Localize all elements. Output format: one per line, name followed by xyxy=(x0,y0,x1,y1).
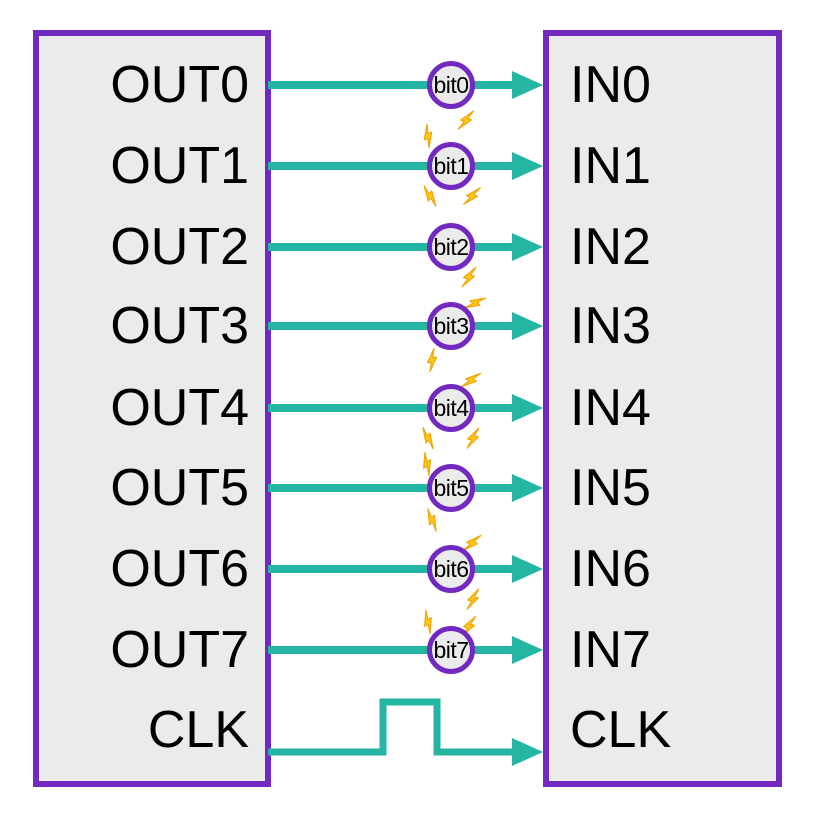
port-label-in6: IN6 xyxy=(570,540,651,598)
bit5-badge: bit5 xyxy=(427,464,475,512)
port-label-in1: IN1 xyxy=(570,137,651,195)
arrowhead-icon xyxy=(512,636,543,664)
port-label-in2: IN2 xyxy=(570,218,651,276)
lightning-bolt-icon xyxy=(466,427,480,449)
arrowhead-icon xyxy=(512,233,543,261)
lightning-bolt-icon xyxy=(426,347,438,373)
wire-bit3 xyxy=(268,312,543,340)
port-label-out4: OUT4 xyxy=(110,379,249,437)
arrowhead-icon xyxy=(512,738,543,766)
port-label-out1: OUT1 xyxy=(110,137,249,195)
lightning-bolt-icon xyxy=(457,110,475,130)
bit6-badge: bit6 xyxy=(427,545,475,593)
wire-bit5 xyxy=(268,474,543,502)
lightning-bolt-icon xyxy=(463,187,481,205)
port-label-out2: OUT2 xyxy=(110,218,249,276)
arrowhead-icon xyxy=(512,71,543,99)
sender-chip-box: OUT0 OUT1 OUT2 OUT3 OUT4 OUT5 OUT6 OUT7 … xyxy=(33,30,271,787)
lightning-bolt-icon xyxy=(424,609,432,635)
bit7-badge: bit7 xyxy=(427,626,475,674)
lightning-bolt-icon xyxy=(423,185,437,207)
port-label-out7: OUT7 xyxy=(110,621,249,679)
port-label-in7: IN7 xyxy=(570,621,651,679)
bit1-badge: bit1 xyxy=(427,142,475,190)
port-label-in0: IN0 xyxy=(570,56,651,114)
wire-bit2 xyxy=(268,233,543,261)
arrowhead-icon xyxy=(512,394,543,422)
wire-bit4 xyxy=(268,394,543,422)
wire-bit6 xyxy=(268,555,543,583)
port-label-out6: OUT6 xyxy=(110,540,249,598)
port-label-in3: IN3 xyxy=(570,297,651,355)
wire-bit1 xyxy=(268,152,543,180)
port-label-out0: OUT0 xyxy=(110,56,249,114)
lightning-bolt-icon xyxy=(461,266,477,288)
wire-bit7 xyxy=(268,636,543,664)
bit2-badge: bit2 xyxy=(427,223,475,271)
clk-wire-with-pulse xyxy=(268,698,543,766)
port-label-in4: IN4 xyxy=(570,379,651,437)
wire-bit0 xyxy=(268,71,543,99)
arrowhead-icon xyxy=(512,152,543,180)
lightning-bolt-icon xyxy=(422,426,434,450)
port-label-clk-out: CLK xyxy=(147,701,249,759)
bit3-badge: bit3 xyxy=(427,302,475,350)
port-label-out3: OUT3 xyxy=(110,297,249,355)
port-label-in5: IN5 xyxy=(570,459,651,517)
arrowhead-icon xyxy=(512,555,543,583)
arrowhead-icon xyxy=(512,474,543,502)
port-label-out5: OUT5 xyxy=(110,459,249,517)
receiver-chip-box: IN0 IN1 IN2 IN3 IN4 IN5 IN6 IN7 CLK xyxy=(543,30,782,787)
arrowhead-icon xyxy=(512,312,543,340)
bit0-badge: bit0 xyxy=(427,61,475,109)
port-label-clk-in: CLK xyxy=(570,701,672,759)
bit4-badge: bit4 xyxy=(427,384,475,432)
lightning-bolt-icon xyxy=(423,123,433,149)
lightning-bolt-icon xyxy=(427,508,437,532)
lightning-bolt-icon xyxy=(466,588,480,610)
